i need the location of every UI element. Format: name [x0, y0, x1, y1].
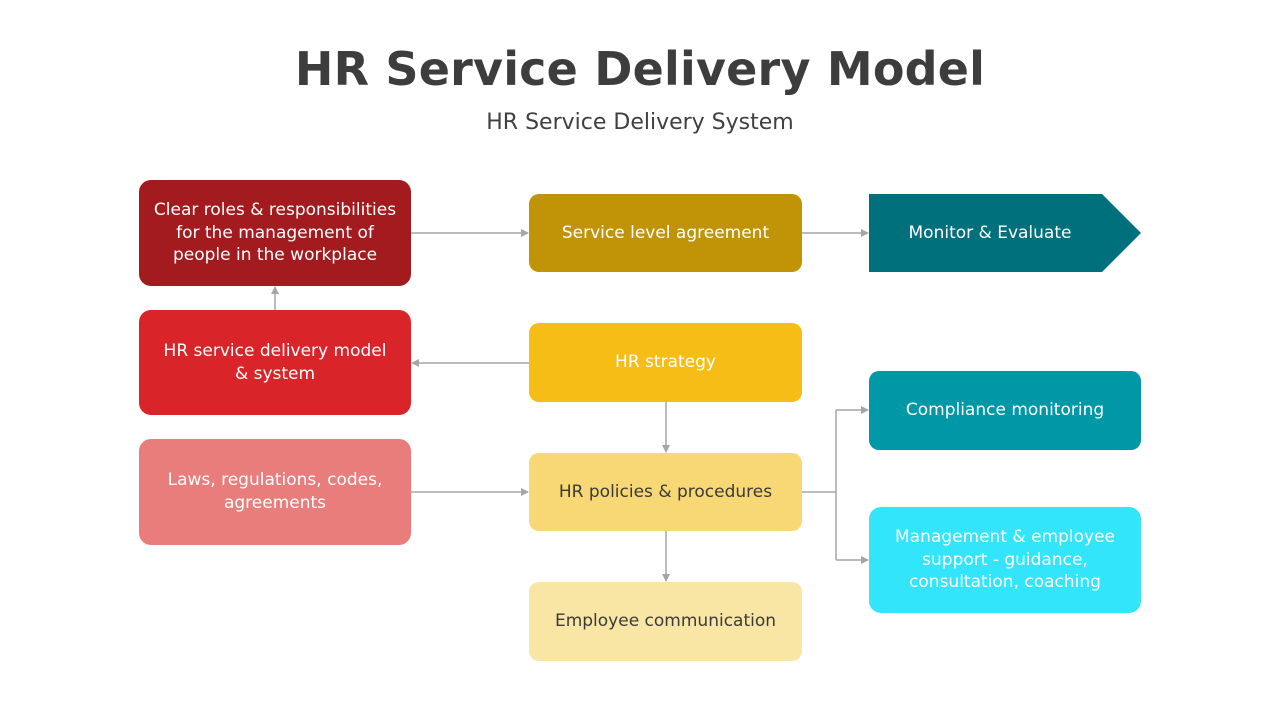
hr-strategy-box: HR strategy — [529, 323, 802, 402]
model-line-2: & system — [234, 363, 316, 384]
page-title: HR Service Delivery Model — [294, 42, 986, 96]
policies-label: HR policies & procedures — [558, 481, 773, 502]
support-line-2: support - guidance, — [922, 549, 1088, 570]
roles-responsibilities-box: Clear roles & responsibilities for the m… — [139, 180, 411, 286]
service-level-agreement-box: Service level agreement — [529, 194, 802, 272]
roles-line-2: for the management of — [176, 222, 374, 243]
roles-line-1: Clear roles & responsibilities — [153, 199, 397, 220]
service-delivery-model-box: HR service delivery model & system — [139, 310, 411, 415]
monitor-evaluate-chevron: Monitor & Evaluate — [869, 194, 1141, 272]
support-line-1: Management & employee — [895, 526, 1115, 547]
model-line-1: HR service delivery model — [163, 340, 387, 361]
strategy-label: HR strategy — [615, 352, 716, 373]
compliance-label: Compliance monitoring — [905, 400, 1105, 421]
compliance-monitoring-box: Compliance monitoring — [869, 371, 1141, 450]
sla-label: Service level agreement — [561, 222, 770, 243]
roles-line-3: people in the workplace — [172, 245, 378, 266]
laws-line-2: agreements — [223, 493, 327, 513]
laws-line-1: Laws, regulations, codes, — [167, 470, 383, 491]
employee-communication-box: Employee communication — [529, 582, 802, 661]
support-line-3: consultation, coaching — [909, 572, 1101, 593]
communication-label: Employee communication — [554, 611, 777, 632]
page-subtitle: HR Service Delivery System — [486, 110, 794, 135]
monitor-label: Monitor & Evaluate — [908, 223, 1072, 243]
hr-policies-box: HR policies & procedures — [529, 453, 802, 531]
management-support-box: Management & employee support - guidance… — [869, 507, 1141, 613]
laws-regulations-box: Laws, regulations, codes, agreements — [139, 439, 411, 545]
